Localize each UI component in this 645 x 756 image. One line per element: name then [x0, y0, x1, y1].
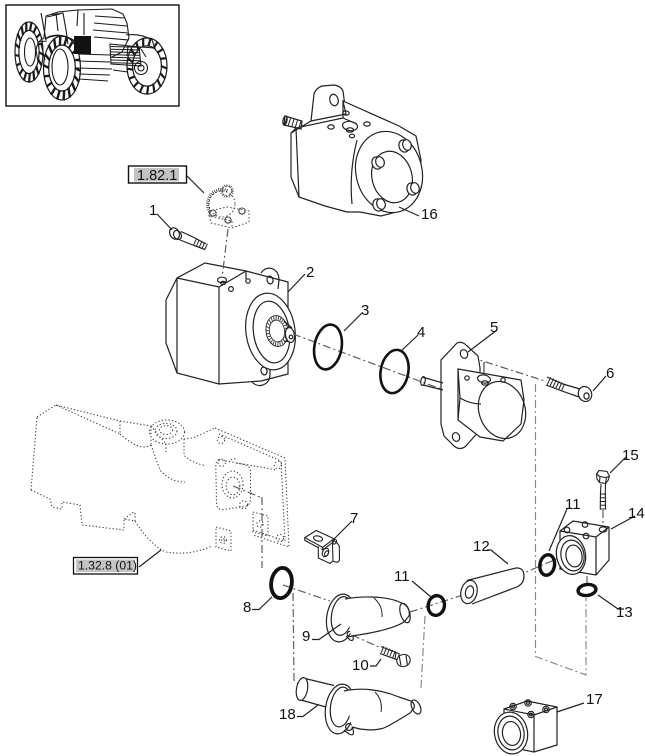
svg-text:5: 5: [490, 319, 498, 336]
svg-text:15: 15: [622, 447, 639, 464]
svg-text:8: 8: [243, 599, 251, 616]
svg-text:12: 12: [473, 538, 490, 555]
svg-text:2: 2: [306, 264, 314, 281]
svg-text:7: 7: [350, 510, 358, 527]
svg-text:9: 9: [302, 628, 310, 645]
svg-text:6: 6: [606, 365, 614, 382]
svg-text:17: 17: [586, 691, 603, 708]
svg-text:11: 11: [394, 568, 410, 585]
svg-text:1.82.1: 1.82.1: [137, 168, 177, 184]
svg-text:13: 13: [616, 604, 633, 621]
svg-text:18: 18: [279, 706, 296, 723]
svg-text:16: 16: [421, 206, 438, 223]
svg-text:11: 11: [565, 496, 581, 513]
svg-text:3: 3: [361, 302, 369, 319]
svg-text:1: 1: [149, 202, 157, 219]
svg-text:14: 14: [628, 505, 645, 522]
svg-text:4: 4: [417, 324, 425, 341]
svg-text:1.32.8 (01): 1.32.8 (01): [78, 559, 137, 573]
svg-text:10: 10: [352, 657, 369, 674]
